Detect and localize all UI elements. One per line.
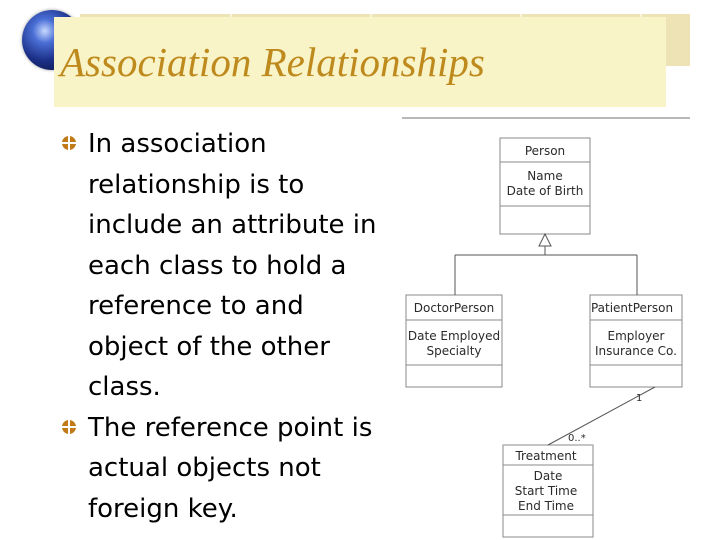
class-box-patient [589, 294, 683, 388]
multiplicity-label: 0..* [568, 433, 586, 444]
bullet-icon [62, 136, 76, 150]
divider-line [402, 117, 690, 119]
class-name-person: Person [525, 144, 565, 158]
title-box [54, 17, 666, 107]
slide-title: Association Relationships [60, 39, 485, 85]
class-attribute: Name [527, 169, 562, 183]
bullet-icon [62, 419, 76, 434]
class-attribute: Specialty [426, 344, 481, 358]
bullet-text: The reference point is actual objects no… [88, 412, 373, 524]
bullet-item: In association relationship is to includ… [60, 124, 390, 408]
bullet-text: In association relationship is to includ… [88, 129, 377, 402]
multiplicity-label: 1 [636, 393, 642, 404]
inheritance-arrow [538, 232, 552, 247]
class-attribute: Date [534, 469, 563, 483]
bullet-item: The reference point is actual objects no… [60, 408, 390, 530]
class-attribute: Start Time [515, 484, 578, 498]
class-attribute: Insurance Co. [595, 344, 677, 358]
association-line [547, 386, 656, 446]
class-attribute: End Time [518, 499, 574, 513]
class-name-doctor: DoctorPerson [414, 301, 494, 315]
bullet-list: In association relationship is to includ… [60, 124, 390, 529]
class-attribute: Date of Birth [507, 184, 584, 198]
class-name-treatment: Treatment [514, 449, 576, 463]
class-name-patient: PatientPerson [591, 301, 673, 315]
class-attribute: Employer [608, 329, 665, 343]
class-box-doctor [405, 294, 503, 388]
class-attribute: Date Employed [408, 329, 500, 343]
